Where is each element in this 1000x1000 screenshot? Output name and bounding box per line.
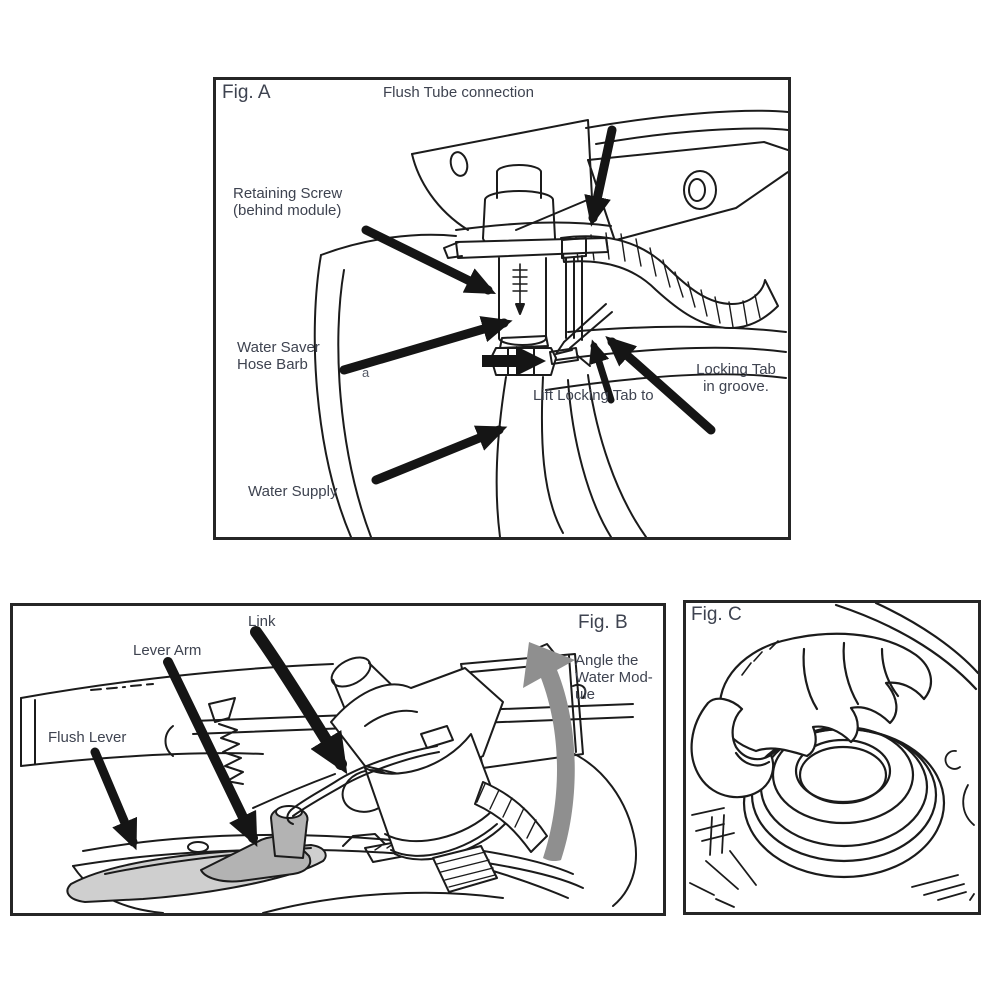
arrow-locking-tab: [605, 336, 716, 435]
fig-b-label: Fig. B: [578, 612, 628, 633]
tank-background: [313, 109, 788, 537]
fig-c-panel: Fig. C: [683, 600, 981, 915]
fig-c-illustration: [689, 603, 978, 908]
arrow-lever-arm: [163, 657, 258, 848]
water-supply-tube: [495, 376, 564, 537]
arrow-water-supply: [371, 425, 508, 485]
arrow-lift-locking-tab: [589, 339, 615, 404]
callout-water-supply: Water Supply: [248, 483, 338, 500]
tank-hardware: [689, 750, 975, 908]
note-line1: Angle the: [575, 652, 639, 669]
arrow-flush-lever: [90, 747, 138, 851]
thumb: [690, 697, 775, 799]
callout-flush-lever: Flush Lever: [48, 729, 127, 746]
callout-lever-arm: Lever Arm: [133, 642, 202, 659]
arrow-link: [250, 626, 348, 775]
water-module: [252, 656, 548, 893]
callout-locking-tab-line2: in groove.: [703, 378, 769, 395]
callout-retaining-screw-line1: Retaining Screw: [233, 185, 343, 202]
angle-arrow-gray: [523, 642, 575, 862]
callout-lift-locking-tab: Lift Locking Tab to: [533, 387, 654, 404]
arm-background: [834, 603, 978, 691]
callout-water-saver-line1: Water Saver: [237, 339, 320, 356]
callout-locking-tab: Locking Tab in groove.: [686, 361, 786, 395]
fig-a-label: Fig. A: [222, 82, 271, 103]
note-line2: Water Mod-: [575, 669, 653, 686]
arrow-flush-tube: [584, 125, 617, 227]
callout-water-saver: Water Saver Hose Barb: [237, 339, 320, 373]
fig-b-illustration: [20, 626, 637, 913]
locking-tab: [549, 303, 613, 367]
note-line3: ule: [575, 686, 596, 703]
fig-a-panel: Fig. A Flush Tube connection Retaining S…: [213, 77, 791, 540]
arrow-retaining-screw: [361, 225, 497, 295]
fig-c-label: Fig. C: [691, 604, 742, 625]
callout-water-saver-line2: Hose Barb: [237, 356, 308, 373]
callout-arrows: [90, 626, 348, 851]
callout-retaining-screw-line2: (behind module): [233, 202, 342, 219]
fig-a-title: Flush Tube connection: [383, 84, 534, 101]
link-wire: [286, 745, 440, 825]
fig-a-illustration: [313, 109, 788, 537]
hand: [690, 632, 933, 799]
note-angle-water-module: Angle the Water Mod- ule: [575, 652, 653, 703]
lever-arm-shape: [200, 805, 312, 883]
seal-ring: [742, 725, 946, 879]
callout-retaining-screw: Retaining Screw (behind module): [233, 185, 342, 219]
marker-a: a: [362, 365, 370, 380]
callout-arrows: [339, 125, 716, 485]
flush-tube-hose: [560, 232, 779, 329]
fig-b-panel: Link Lever Arm Flush Lever Fig. B Angle …: [10, 603, 666, 916]
arrow-water-saver: [339, 316, 513, 375]
arrow-nut: [482, 346, 546, 376]
callout-link: Link: [248, 613, 276, 630]
callout-locking-tab-line1: Locking Tab: [696, 361, 776, 378]
water-module: [443, 164, 609, 376]
